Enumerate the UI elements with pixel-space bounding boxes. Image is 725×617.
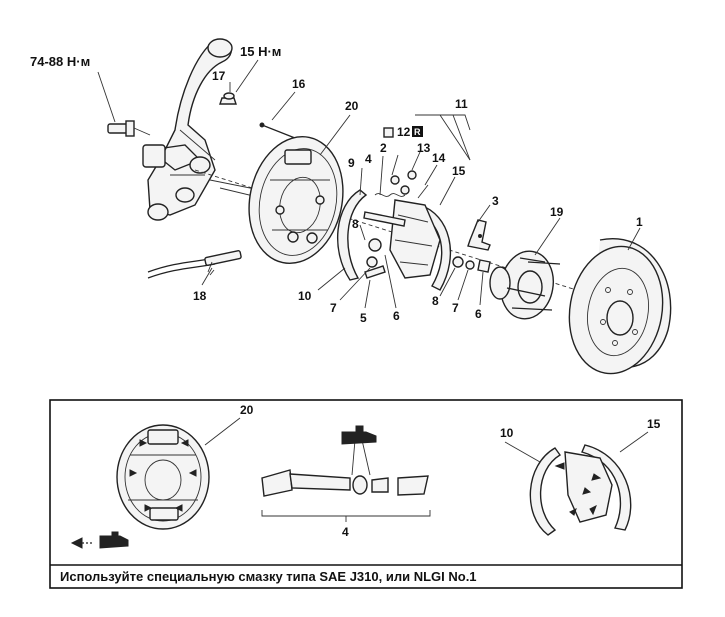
steering-knuckle — [142, 38, 233, 221]
callout-2: 2 — [380, 141, 387, 155]
brake-shoe-15 — [389, 199, 452, 291]
parking-lever-3 — [467, 219, 491, 251]
callout-13: 13 — [417, 141, 431, 155]
screw-17 — [219, 92, 237, 105]
callout-9: 9 — [348, 156, 355, 170]
inset-callout-15: 15 — [647, 417, 661, 431]
callout-12: 12 — [397, 125, 411, 139]
knuckle-bolt — [107, 120, 151, 137]
inset-brake-shoes — [529, 444, 632, 536]
callout-12-box-letter: R — [414, 127, 421, 137]
grease-icon — [70, 531, 129, 549]
callout-11: 11 — [455, 97, 468, 111]
hub-19 — [489, 250, 561, 320]
inset-callout-4: 4 — [342, 525, 349, 539]
inset-callout-20: 20 — [240, 403, 254, 417]
torque-label-screw: 15 Н·м — [240, 44, 281, 59]
lubrication-note: Используйте специальную смазку типа SAE … — [60, 569, 477, 584]
callout-6: 6 — [393, 309, 400, 323]
callout-16: 16 — [292, 77, 306, 91]
leader-lines — [97, 59, 641, 309]
callout-17: 17 — [212, 69, 226, 83]
callout-14: 14 — [432, 151, 446, 165]
callout-7: 7 — [330, 301, 337, 315]
callout-20: 20 — [345, 99, 359, 113]
callout-7b: 7 — [452, 301, 459, 315]
hold-down-parts — [452, 256, 491, 273]
callout-8: 8 — [352, 217, 359, 231]
inset-adjuster — [261, 425, 429, 497]
adjuster-assembly — [363, 127, 429, 279]
inset-backing-plate — [116, 424, 210, 530]
callout-6b: 6 — [475, 307, 482, 321]
callout-3: 3 — [492, 194, 499, 208]
callout-18: 18 — [193, 289, 207, 303]
torque-label-knuckle-bolt: 74-88 Н·м — [30, 54, 90, 69]
callout-1: 1 — [636, 215, 643, 229]
callout-8b: 8 — [432, 294, 439, 308]
brake-drum-1 — [568, 238, 672, 375]
callout-10: 10 — [298, 289, 312, 303]
callout-19: 19 — [550, 205, 564, 219]
callout-4: 4 — [365, 152, 372, 166]
parking-brake-cable — [147, 122, 301, 279]
lubrication-inset-frame — [49, 399, 683, 589]
backing-plate — [248, 135, 344, 265]
inset-callout-10: 10 — [500, 426, 514, 440]
callout-15: 15 — [452, 164, 466, 178]
brake-shoe-10 — [337, 189, 368, 281]
callout-5: 5 — [360, 311, 367, 325]
callout-12-box — [412, 126, 423, 137]
